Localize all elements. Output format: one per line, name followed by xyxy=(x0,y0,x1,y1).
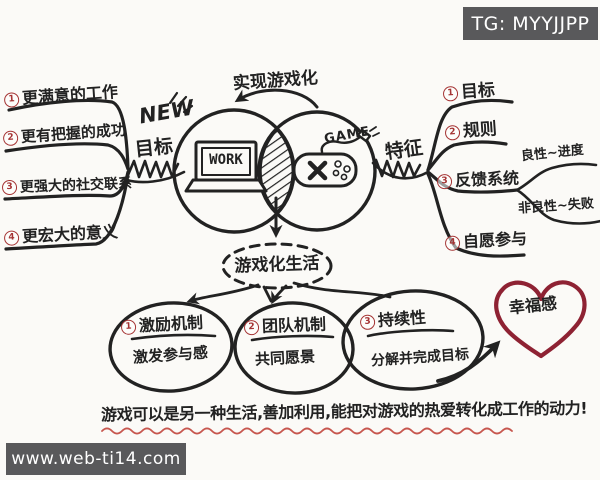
left-branch-coil xyxy=(122,159,186,184)
quote-underline xyxy=(101,427,513,435)
left-branch-label: 目标 xyxy=(133,135,175,161)
item-number-badge: 4 xyxy=(444,234,461,251)
right-item-label: 自愿参与 xyxy=(462,228,528,252)
right-item-4: 4 自愿参与 xyxy=(444,228,528,252)
heart-arrow xyxy=(436,340,501,383)
right-branch-coil xyxy=(371,158,430,180)
right-item-2: 2 规则 xyxy=(444,119,498,142)
item-number-badge: 1 xyxy=(442,85,459,102)
item-number-badge: 2 xyxy=(444,124,461,141)
bubble-title-label: 持续性 xyxy=(377,307,427,331)
bubble-title-label: 团队机制 xyxy=(261,314,327,336)
sparkle-doodles xyxy=(168,91,194,114)
gamify-arrow xyxy=(234,88,319,109)
right-item-label: 反馈系统 xyxy=(454,168,520,190)
right-item-3: 3 反馈系统 xyxy=(436,168,520,190)
item-number-badge: 3 xyxy=(1,179,18,196)
bubble-2-subtitle: 共同愿景 xyxy=(254,347,316,369)
hub-to-bubble-connectors xyxy=(186,281,392,305)
hub-ellipse xyxy=(221,242,333,290)
bubble-title-underlines xyxy=(130,328,455,342)
bubble-outlines xyxy=(108,289,485,395)
power-plug-icon xyxy=(320,126,380,154)
tg-watermark: TG: MYYJJPP xyxy=(463,7,598,40)
item-number-badge: 1 xyxy=(3,91,20,108)
site-watermark: www.web-ti14.com xyxy=(6,443,186,475)
bubble-1-title: 1 激励机制 xyxy=(120,312,204,336)
item-number-badge: 4 xyxy=(3,229,20,246)
right-branch-label: 特征 xyxy=(383,136,425,164)
item-number-badge: 2 xyxy=(2,130,19,147)
item-number-badge: 3 xyxy=(359,313,376,330)
branch-lines-left xyxy=(3,98,130,251)
right-item-1: 1 目标 xyxy=(442,80,496,103)
hub-label: 游戏化生活 xyxy=(234,253,320,277)
item-number-badge: 1 xyxy=(120,318,137,335)
bubble-3-title: 3 持续性 xyxy=(359,307,427,331)
heart-icon xyxy=(494,280,587,359)
right-item-label: 目标 xyxy=(460,80,496,103)
bubble-2-title: 2 团队机制 xyxy=(243,314,327,336)
item-number-badge: 3 xyxy=(436,173,453,189)
laptop-icon xyxy=(184,140,268,193)
work-label: WORK xyxy=(209,152,243,168)
left-item-label: 更强大的社交联系 xyxy=(19,175,133,196)
bubble-title-label: 激励机制 xyxy=(138,312,204,336)
item-number-badge: 2 xyxy=(243,319,260,335)
right-item-label: 规则 xyxy=(462,119,498,142)
game-controller-icon xyxy=(292,152,358,188)
